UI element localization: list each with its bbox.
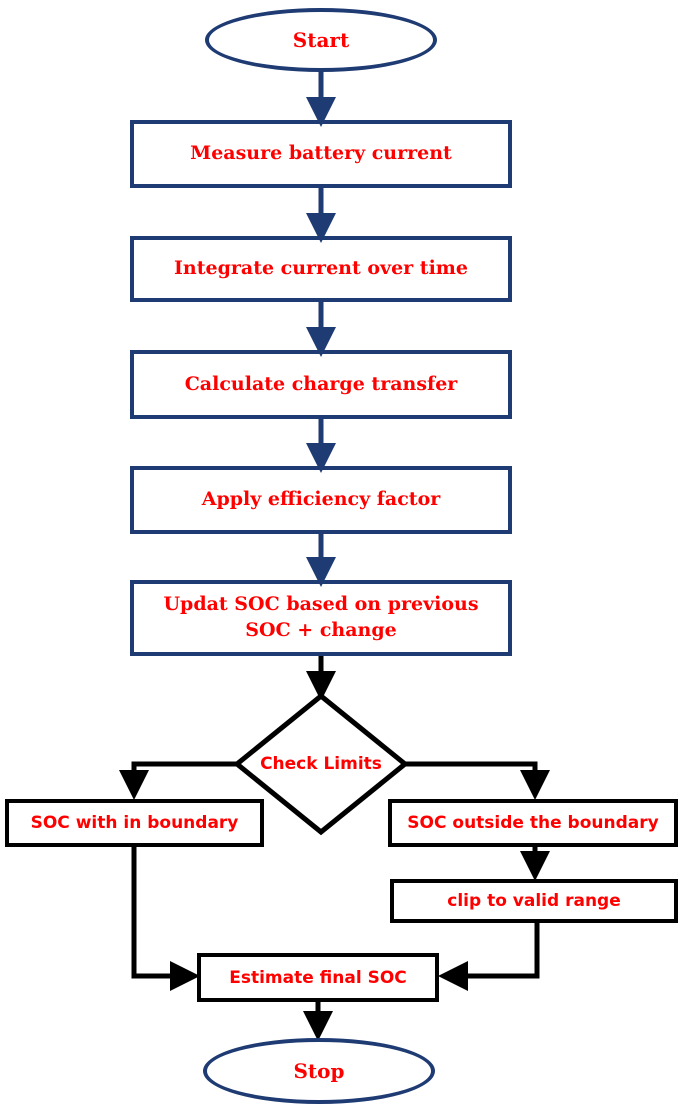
step-integrate-label: Integrate current over time <box>174 257 468 280</box>
start-terminal: Start <box>205 8 437 72</box>
final-soc-label: Estimate final SOC <box>229 967 407 988</box>
within-boundary-box: SOC with in boundary <box>5 799 264 847</box>
within-boundary-label: SOC with in boundary <box>30 813 239 833</box>
step-update-label: Updat SOC based on previous SOC + change <box>163 593 479 641</box>
arrow-within-to-final <box>131 846 200 991</box>
clip-range-label: clip to valid range <box>447 891 621 911</box>
start-label: Start <box>292 28 350 52</box>
stop-terminal: Stop <box>203 1038 435 1104</box>
decision-label: Check Limits <box>260 754 382 774</box>
clip-range-box: clip to valid range <box>390 879 678 923</box>
arrow-decision-to-left <box>119 761 237 800</box>
step-calculate-charge: Calculate charge transfer <box>130 350 512 419</box>
arrow-clip-to-final <box>438 922 540 991</box>
step-apply-efficiency: Apply efficiency factor <box>130 466 512 534</box>
outside-boundary-box: SOC outside the boundary <box>388 799 678 847</box>
outside-boundary-label: SOC outside the boundary <box>407 813 659 833</box>
stop-label: Stop <box>293 1059 345 1083</box>
step-measure-current: Measure battery current <box>130 120 512 188</box>
step-calculate-label: Calculate charge transfer <box>184 372 458 395</box>
step-update-soc: Updat SOC based on previous SOC + change <box>130 580 512 656</box>
arrow-decision-to-right <box>405 761 550 800</box>
step-integrate-current: Integrate current over time <box>130 236 512 302</box>
step-measure-label: Measure battery current <box>190 142 452 165</box>
step-efficiency-label: Apply efficiency factor <box>201 488 441 511</box>
final-soc-box: Estimate final SOC <box>197 953 439 1002</box>
decision-diamond <box>233 692 409 836</box>
